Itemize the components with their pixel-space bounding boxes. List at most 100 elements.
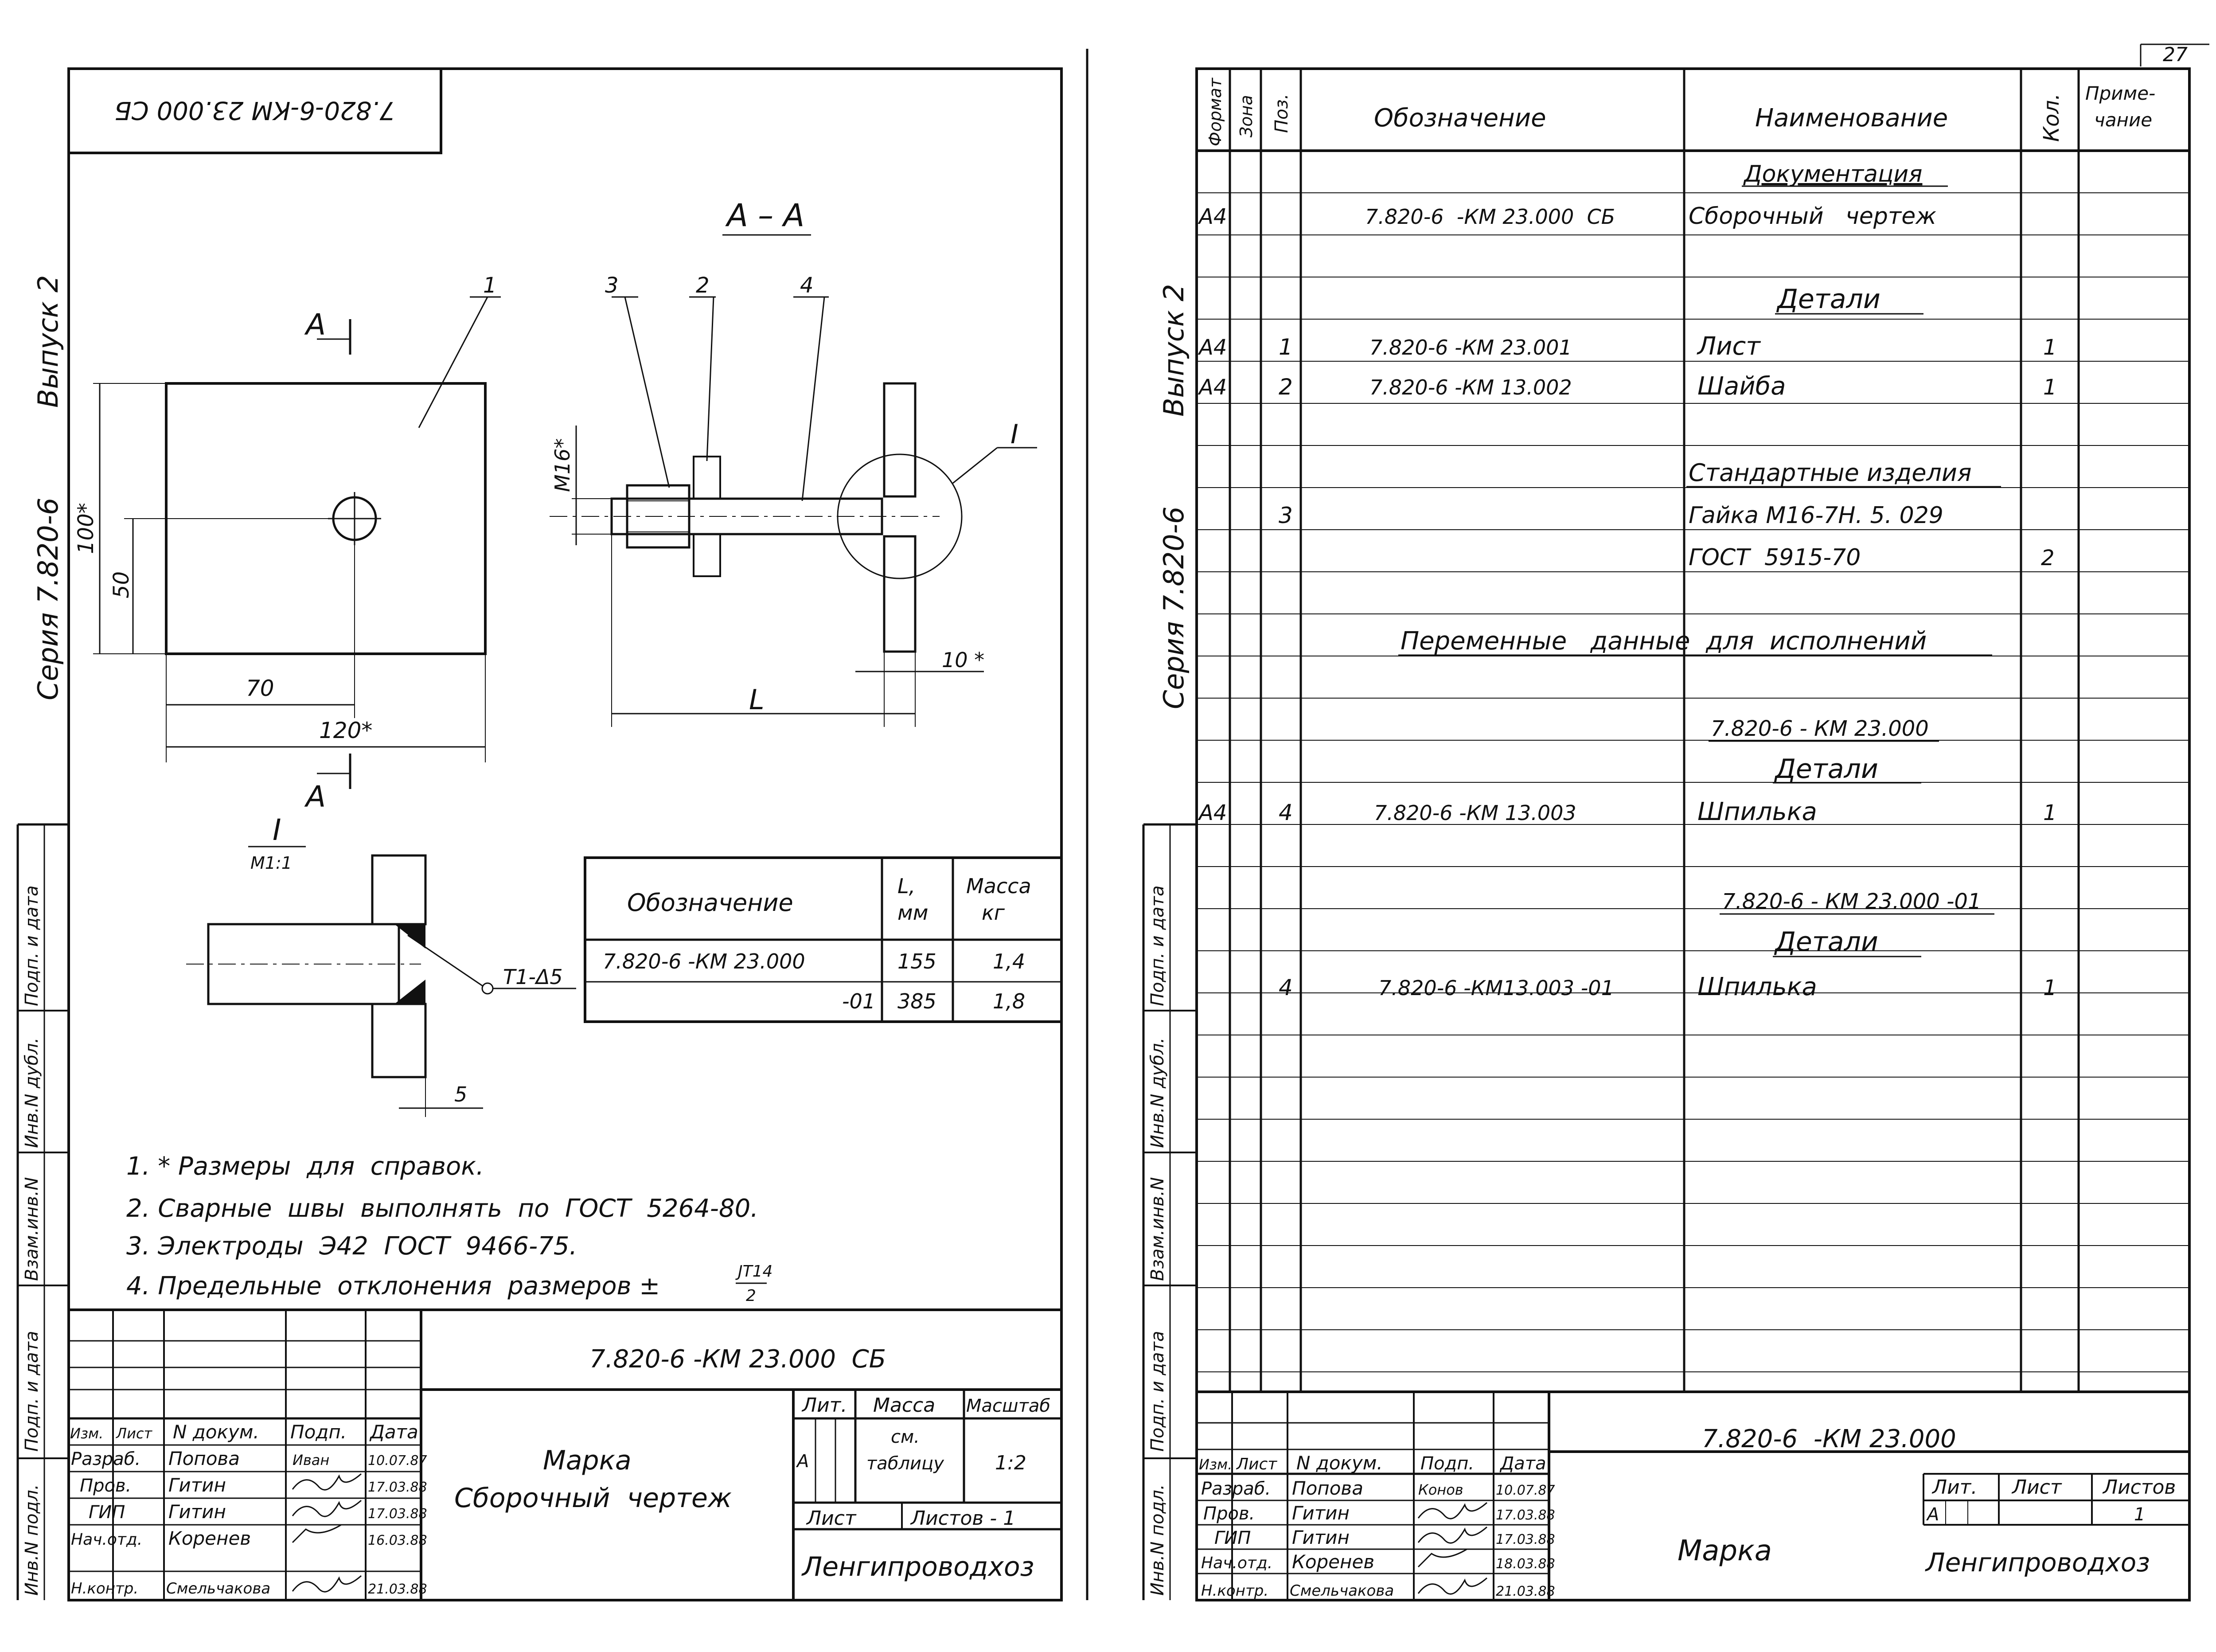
rt-sheets-value: 1 [2134, 1504, 2145, 1525]
rt-sign-1: Конов [1418, 1481, 1463, 1498]
right-margin-label-2: Подп. и дата [1147, 1331, 1168, 1452]
spec-row-6-code: 7.820-6 -КМ 13.002 [1369, 375, 1572, 399]
left-margin-label-4: Инв.N дубл. [22, 1038, 42, 1148]
vt-row-2-code: -01 [842, 989, 875, 1013]
lt-date-1: 10.07.87 [368, 1453, 427, 1468]
section-label: А – А [725, 197, 804, 234]
right-margin-label-5: Подп. и дата [1147, 886, 1168, 1006]
spec-row-2-name: Сборочный чертеж [1689, 203, 1936, 230]
spec-row-10-name: ГОСТ 5915-70 [1689, 544, 1861, 571]
left-side-issue: Выпуск 2 [32, 275, 64, 408]
spec-row-5-name: Лист [1697, 332, 1761, 361]
lt-col-list: Лист [116, 1425, 152, 1442]
vt-row-1-mass: 1,4 [993, 949, 1025, 973]
spec-row-16-qty: 1 [2043, 801, 2057, 825]
spec-row-6-pos: 2 [1279, 374, 1293, 400]
spec-rows: Документация А4 7.820-6 -КМ 23.000 СБ Сб… [1198, 161, 2057, 1001]
spec-row-lines [1197, 192, 2189, 1372]
left-margin-label-5: Подп. и дата [22, 886, 42, 1006]
spec-header-qty: Кол. [2039, 94, 2064, 142]
vt-row-1-code: 7.820-6 -КМ 23.000 [603, 949, 805, 973]
spec-row-20-name: Шпилька [1697, 972, 1817, 1001]
lt-name-4: Коренев [168, 1527, 251, 1549]
left-side-series: Серия 7.820-6 [32, 498, 64, 700]
left-title-block: Изм. Лист N докум. Подп. Дата Разраб. По… [69, 1308, 1061, 1600]
dim-weld-5: 5 [454, 1082, 467, 1106]
spec-row-2-format: А4 [1198, 204, 1227, 229]
dim-width-70: 70 [246, 676, 274, 701]
lt-name-3: Гитин [168, 1501, 226, 1523]
rt-lit-header: Лит. [1931, 1476, 1977, 1499]
rt-lit-value: А [1926, 1504, 1939, 1525]
position-3: 3 [605, 273, 619, 298]
spec-row-9-pos: 3 [1279, 503, 1293, 528]
rt-col-sign: Подп. [1420, 1453, 1474, 1474]
lt-code: 7.820-6 -КМ 23.000 СБ [589, 1345, 886, 1374]
rt-people: Разраб. Попова Конов 10.07.87 Пров. Гити… [1201, 1477, 1555, 1600]
spec-header-name: Наименование [1755, 104, 1948, 133]
spec-row-16-name: Шпилька [1697, 797, 1817, 826]
weld-sign: Т1-Δ5 [503, 965, 563, 989]
left-margin-label-2: Подп. и дата [22, 1331, 42, 1452]
dim-thread: М16* [550, 438, 574, 492]
spec-row-6-name: Шайба [1697, 372, 1786, 401]
rt-role-1: Разраб. [1201, 1479, 1271, 1499]
vt-row-2-mass: 1,8 [993, 989, 1025, 1013]
plate-plan-view: 1 А А 100* 50 70 120* [74, 273, 501, 814]
right-sheet: Выпуск 2 Серия 7.820-6 Инв.N подл. Подп.… [1142, 67, 2191, 1601]
lt-name-2: Сборочный чертеж [454, 1483, 732, 1514]
spec-row-16-code: 7.820-6 -КМ 13.003 [1374, 801, 1576, 825]
lt-org: Ленгипроводхоз [801, 1551, 1034, 1582]
dim-height-100: 100* [74, 503, 98, 554]
view-mark-top: А [304, 308, 326, 342]
spec-header-note: Приме-чание [2085, 82, 2155, 131]
vt-header-L: L,мм [897, 874, 928, 925]
rt-col-doc: N докум. [1296, 1452, 1383, 1474]
rt-role-4: Нач.отд. [1201, 1554, 1272, 1572]
lt-col-date: Дата [369, 1421, 418, 1443]
lt-date-4: 16.03.88 [368, 1533, 427, 1548]
lt-role-2: Пров. [80, 1476, 131, 1496]
lt-lit-value: А [796, 1451, 809, 1472]
lt-col-doc: N докум. [173, 1421, 259, 1443]
dim-plate-10: 10 * [942, 648, 984, 672]
lt-sign-1: Иван [293, 1452, 329, 1468]
spec-section-variant-0: 7.820-6 - КМ 23.000 [1711, 716, 1929, 741]
rt-name-4: Коренев [1292, 1551, 1374, 1573]
spec-section-parts-3: Детали [1774, 926, 1878, 957]
left-sheet: 7.820-6-КМ 23.000 СБ Выпуск 2 Серия 7.82… [16, 67, 1063, 1601]
vt-row-2-L: 385 [897, 989, 936, 1013]
spec-row-9-name: Гайка М16-7Н. 5. 029 [1689, 502, 1943, 529]
rt-date-5: 21.03.88 [1496, 1584, 1555, 1599]
section-aa: А – А I 3 2 [550, 197, 1037, 727]
lt-sheets-label: Листов - 1 [910, 1507, 1015, 1530]
right-margin-label-4: Инв.N дубл. [1147, 1038, 1168, 1148]
lt-name-5: Смельчакова [166, 1580, 270, 1597]
lt-sheet-label: Лист [806, 1507, 857, 1530]
tolerance-den: 2 [746, 1287, 756, 1305]
spec-row-6-qty: 1 [2043, 375, 2057, 400]
rt-name: Марка [1678, 1535, 1772, 1567]
spec-header-format: Формат [1206, 77, 1225, 146]
rt-date-4: 18.03.88 [1496, 1556, 1555, 1572]
vt-header-code: Обозначение [627, 889, 793, 917]
rt-date-3: 17.03.88 [1496, 1532, 1555, 1547]
rt-col-date: Дата [1499, 1453, 1546, 1474]
detail-ref: I [1010, 419, 1018, 450]
position-1: 1 [483, 273, 497, 298]
note-3: 3. Электроды Э42 ГОСТ 9466-75. [126, 1232, 577, 1261]
spec-row-2-code: 7.820-6 -КМ 23.000 СБ [1365, 205, 1615, 229]
lt-date-5: 21.03.88 [368, 1582, 427, 1597]
rt-col-izm: Изм. [1199, 1456, 1232, 1473]
note-4: 4. Предельные отклонения размеров ± [126, 1272, 660, 1301]
lt-people: Разраб. Попова Иван 10.07.87 Пров. Гитин… [71, 1448, 427, 1597]
spec-header-code: Обозначение [1374, 104, 1546, 133]
spec-section-docs: Документация [1743, 161, 1922, 187]
lt-name-1: Попова [168, 1448, 240, 1469]
lt-mass-value-2: таблицу [866, 1453, 944, 1474]
rt-date-2: 17.03.88 [1496, 1507, 1555, 1523]
lt-name-2: Гитин [168, 1474, 226, 1496]
